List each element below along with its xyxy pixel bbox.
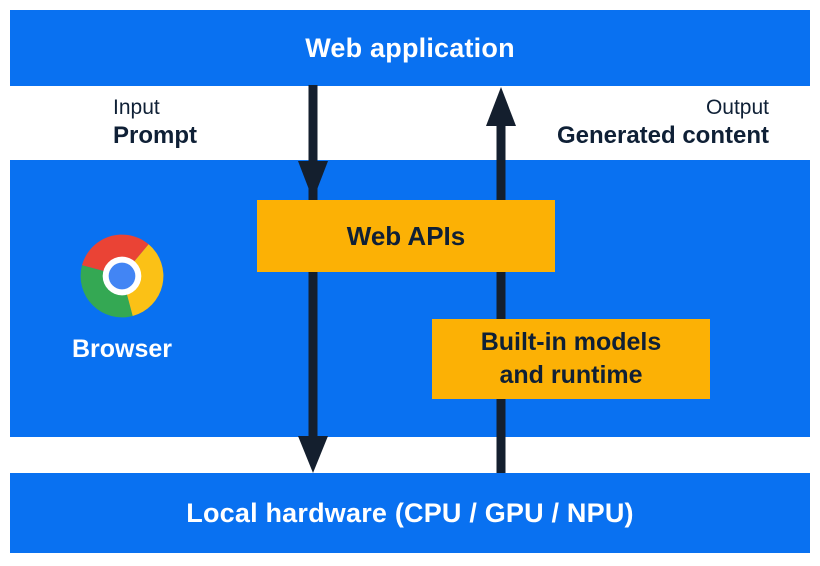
- builtin-models-line2: and runtime: [499, 361, 643, 389]
- input-label-group: Input Prompt: [113, 94, 197, 151]
- local-hardware-bar: Local hardware (CPU / GPU / NPU): [10, 473, 810, 553]
- builtin-models-box: Built-in models and runtime: [432, 319, 710, 399]
- web-apis-label: Web APIs: [346, 220, 466, 251]
- web-application-bar: Web application: [10, 10, 810, 86]
- browser-label: Browser: [71, 335, 173, 363]
- output-label-group: Output Generated content: [557, 94, 769, 151]
- chrome-logo-icon: [80, 234, 164, 318]
- output-value: Generated content: [556, 122, 769, 149]
- web-apis-box: Web APIs: [257, 200, 555, 272]
- builtin-models-line1: Built-in models: [480, 328, 662, 356]
- web-application-label: Web application: [305, 32, 515, 63]
- browser-identity: Browser: [42, 230, 202, 364]
- output-title: Output: [705, 96, 769, 119]
- input-value: Prompt: [113, 122, 197, 149]
- input-title: Input: [113, 96, 160, 119]
- local-hardware-label: Local hardware (CPU / GPU / NPU): [186, 497, 634, 528]
